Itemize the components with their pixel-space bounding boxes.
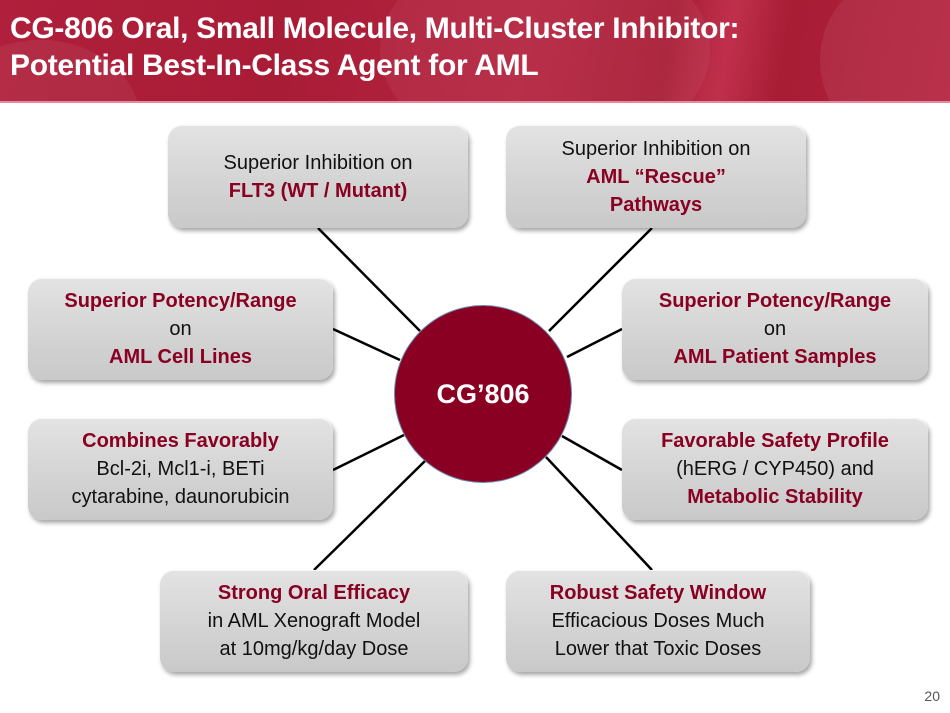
node-text-line: Combines Favorably <box>82 430 279 452</box>
title-banner: CG-806 Oral, Small Molecule, Multi-Clust… <box>0 0 950 103</box>
connector-low-right <box>561 434 623 472</box>
connector-mid-left <box>332 327 401 362</box>
node-text-line: Favorable Safety Profile <box>661 430 889 452</box>
node-text-line: Superior Potency/Range <box>658 290 892 312</box>
connector-top-right <box>548 227 653 332</box>
node-text-line: Robust Safety Window <box>549 582 767 604</box>
node-flt3-inhibition: Superior Inhibition on FLT3 (WT / Mutant) <box>168 125 468 228</box>
hub-label: CG’806 <box>436 378 530 409</box>
node-text-line: Bcl-2i, Mcl1-i, BETi <box>96 458 265 480</box>
node-text-line: (hERG / CYP450) and <box>676 458 874 480</box>
node-text-line: FLT3 (WT / Mutant) <box>228 179 408 202</box>
node-text-line: Strong Oral Efficacy <box>217 582 411 604</box>
banner-decoration <box>380 0 710 103</box>
node-text-line: in AML Xenograft Model <box>207 610 421 632</box>
banner-decoration <box>820 0 950 103</box>
node-text-line: Superior Potency/Range <box>64 290 297 312</box>
node-text-line: Pathways <box>609 193 703 216</box>
node-text-line: Metabolic Stability <box>687 486 863 508</box>
connector-bot-left <box>313 459 427 571</box>
slide-title: CG-806 Oral, Small Molecule, Multi-Clust… <box>10 10 740 84</box>
node-text-line: cytarabine, daunorubicin <box>71 486 290 508</box>
node-safety-profile: Favorable Safety Profile (hERG / CYP450) … <box>622 418 928 520</box>
slide-title-line-2: Potential Best-In-Class Agent for AML <box>10 49 539 82</box>
connector-top-left <box>317 227 421 332</box>
connector-low-left <box>332 433 405 472</box>
node-rescue-pathways: Superior Inhibition on AML “Rescue” Pathwa… <box>506 125 806 228</box>
node-text-line: at 10mg/kg/day Dose <box>219 638 409 660</box>
node-text-line: AML Patient Samples <box>673 346 877 368</box>
connector-bot-right <box>545 456 653 571</box>
page-number: 20 <box>924 688 940 704</box>
node-text-line: on <box>169 318 192 340</box>
central-hub-node: CG’806 <box>395 306 571 482</box>
node-text-line: Superior Inhibition on <box>561 137 751 160</box>
node-text-line: AML “Rescue” <box>586 165 726 188</box>
node-text-line: Superior Inhibition on <box>223 151 413 174</box>
node-text-line: Efficacious Doses Much <box>551 610 765 632</box>
connector-mid-right <box>566 327 623 359</box>
slide-title-line-1: CG-806 Oral, Small Molecule, Multi-Clust… <box>10 12 740 45</box>
node-text-line: AML Cell Lines <box>109 346 252 368</box>
node-oral-efficacy: Strong Oral Efficacy in AML Xenograft Mod… <box>160 570 468 672</box>
node-text-line: Lower that Toxic Doses <box>554 638 762 660</box>
node-text-line: on <box>763 318 787 340</box>
